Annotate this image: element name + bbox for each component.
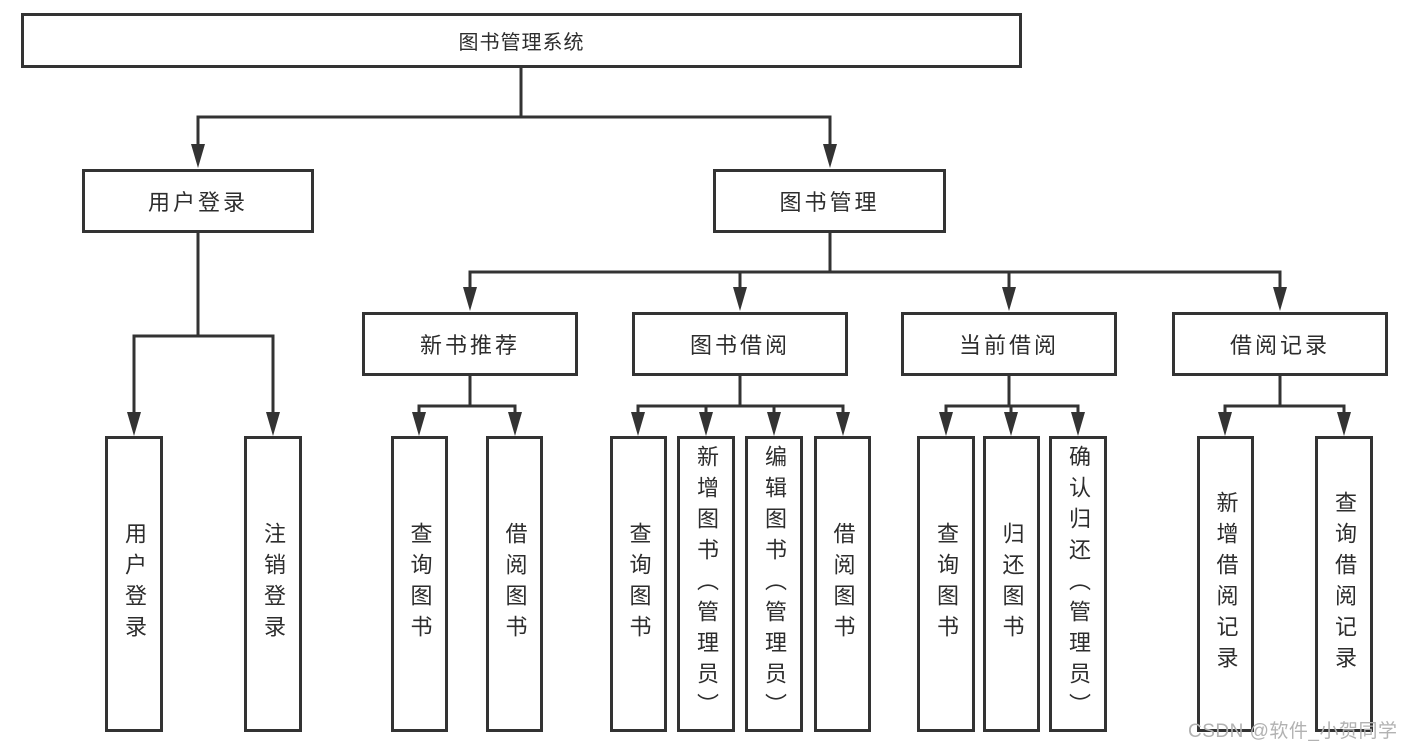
node-book-management-system: 图书管理系统 <box>21 13 1022 68</box>
leaf-borrow-books-1: 借阅图书 <box>486 436 543 732</box>
arrowheads <box>127 144 1351 436</box>
leaf-edit-book-admin: 编辑图书（管理员） <box>745 436 803 732</box>
leaf-confirm-return-admin: 确认归还（管理员） <box>1049 436 1107 732</box>
node-book-borrow: 图书借阅 <box>632 312 848 376</box>
node-borrow-records: 借阅记录 <box>1172 312 1388 376</box>
leaf-user-login: 用户登录 <box>105 436 163 732</box>
node-current-borrow: 当前借阅 <box>901 312 1117 376</box>
leaf-query-borrow-record: 查询借阅记录 <box>1315 436 1373 732</box>
leaf-query-books-3: 查询图书 <box>917 436 975 732</box>
leaf-return-book: 归还图书 <box>983 436 1040 732</box>
leaf-add-book-admin: 新增图书（管理员） <box>677 436 735 732</box>
watermark-text: CSDN @软件_小贺同学 <box>1188 721 1398 742</box>
leaf-logout: 注销登录 <box>244 436 302 732</box>
leaf-query-books-1: 查询图书 <box>391 436 448 732</box>
leaf-borrow-books-2: 借阅图书 <box>814 436 871 732</box>
node-book-management: 图书管理 <box>713 169 946 233</box>
node-new-book-recommend: 新书推荐 <box>362 312 578 376</box>
leaf-query-books-2: 查询图书 <box>610 436 667 732</box>
node-user-login: 用户登录 <box>82 169 314 233</box>
leaf-add-borrow-record: 新增借阅记录 <box>1197 436 1254 732</box>
